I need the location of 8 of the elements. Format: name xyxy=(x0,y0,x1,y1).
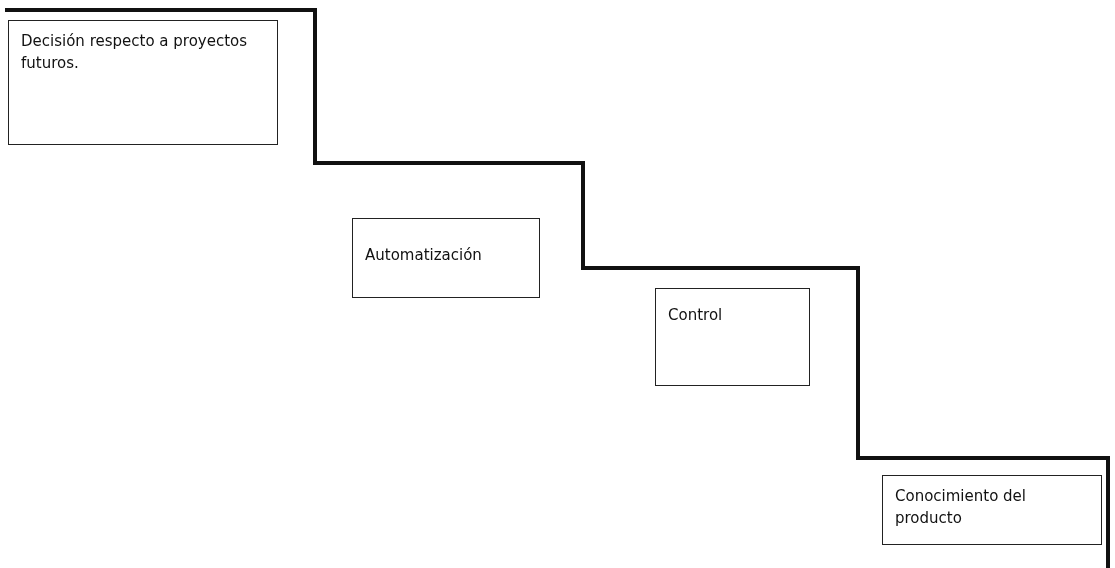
step-label: Decisión respecto a proyectos futuros. xyxy=(21,31,249,74)
step-label: Automatización xyxy=(365,245,483,266)
step-label: Control xyxy=(668,305,724,326)
step-box xyxy=(352,218,540,298)
step-label: Conocimiento del producto xyxy=(895,486,1027,529)
step-box xyxy=(882,475,1102,545)
step-box xyxy=(655,288,810,386)
step-box xyxy=(8,20,278,145)
